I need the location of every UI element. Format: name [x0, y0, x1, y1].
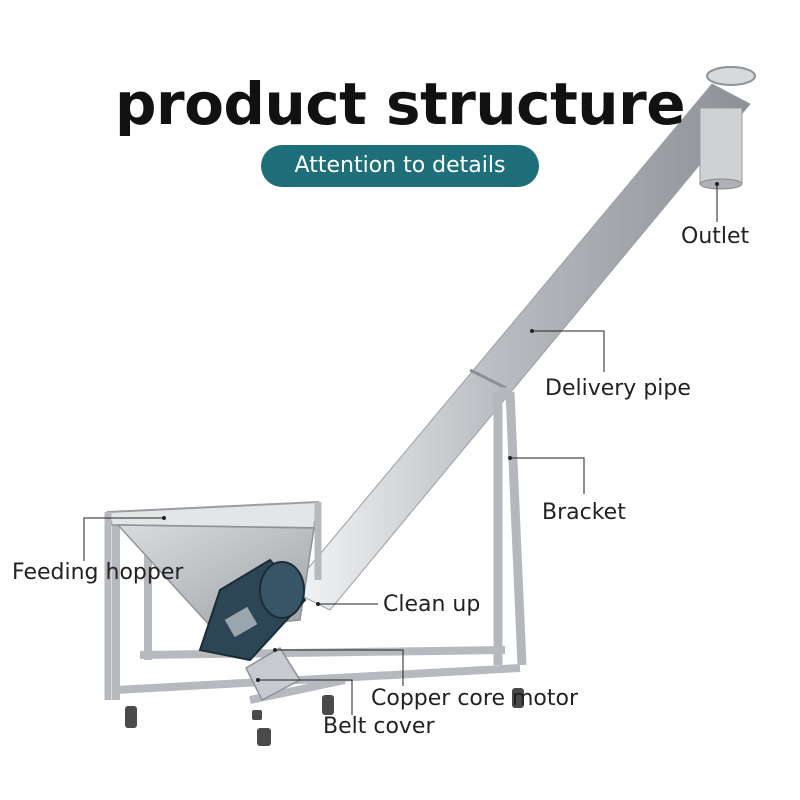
- subtitle-badge: Attention to details: [261, 145, 539, 187]
- label-feeding-hopper: Feeding hopper: [12, 560, 184, 585]
- copper-core-motor: [198, 558, 307, 662]
- label-delivery-pipe: Delivery pipe: [545, 376, 691, 401]
- leader-dots: [162, 182, 719, 682]
- label-belt-cover: Belt cover: [323, 714, 435, 739]
- label-bracket: Bracket: [542, 500, 626, 525]
- outlet-spout: [699, 66, 756, 190]
- label-outlet: Outlet: [681, 224, 750, 249]
- caster-wheels: [125, 688, 524, 746]
- label-copper-core-motor: Copper core motor: [371, 686, 578, 711]
- leader-lines: [83, 184, 718, 715]
- page-title: product structure: [114, 70, 686, 138]
- bracket-frame: [493, 387, 527, 666]
- delivery-pipe: [289, 83, 751, 611]
- label-clean-up: Clean up: [383, 592, 481, 617]
